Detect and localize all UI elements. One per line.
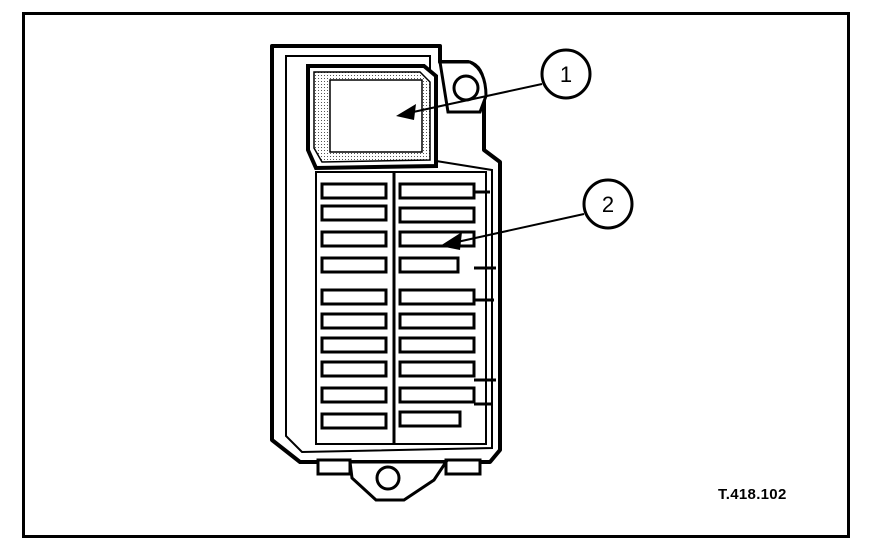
mounting-tabs-bottom [316, 458, 482, 502]
figure-frame [22, 12, 850, 538]
callout-1: 1 [396, 48, 592, 120]
fuse-column-right [398, 182, 476, 428]
callout-2-label: 2 [602, 192, 614, 217]
figure-reference-code: T.418.102 [718, 486, 787, 503]
terminal-pins [474, 190, 496, 406]
callout-1-label: 1 [560, 62, 572, 87]
fuse-column-left [320, 182, 388, 430]
relay-cover [306, 64, 438, 171]
callout-2: 2 [440, 178, 634, 250]
